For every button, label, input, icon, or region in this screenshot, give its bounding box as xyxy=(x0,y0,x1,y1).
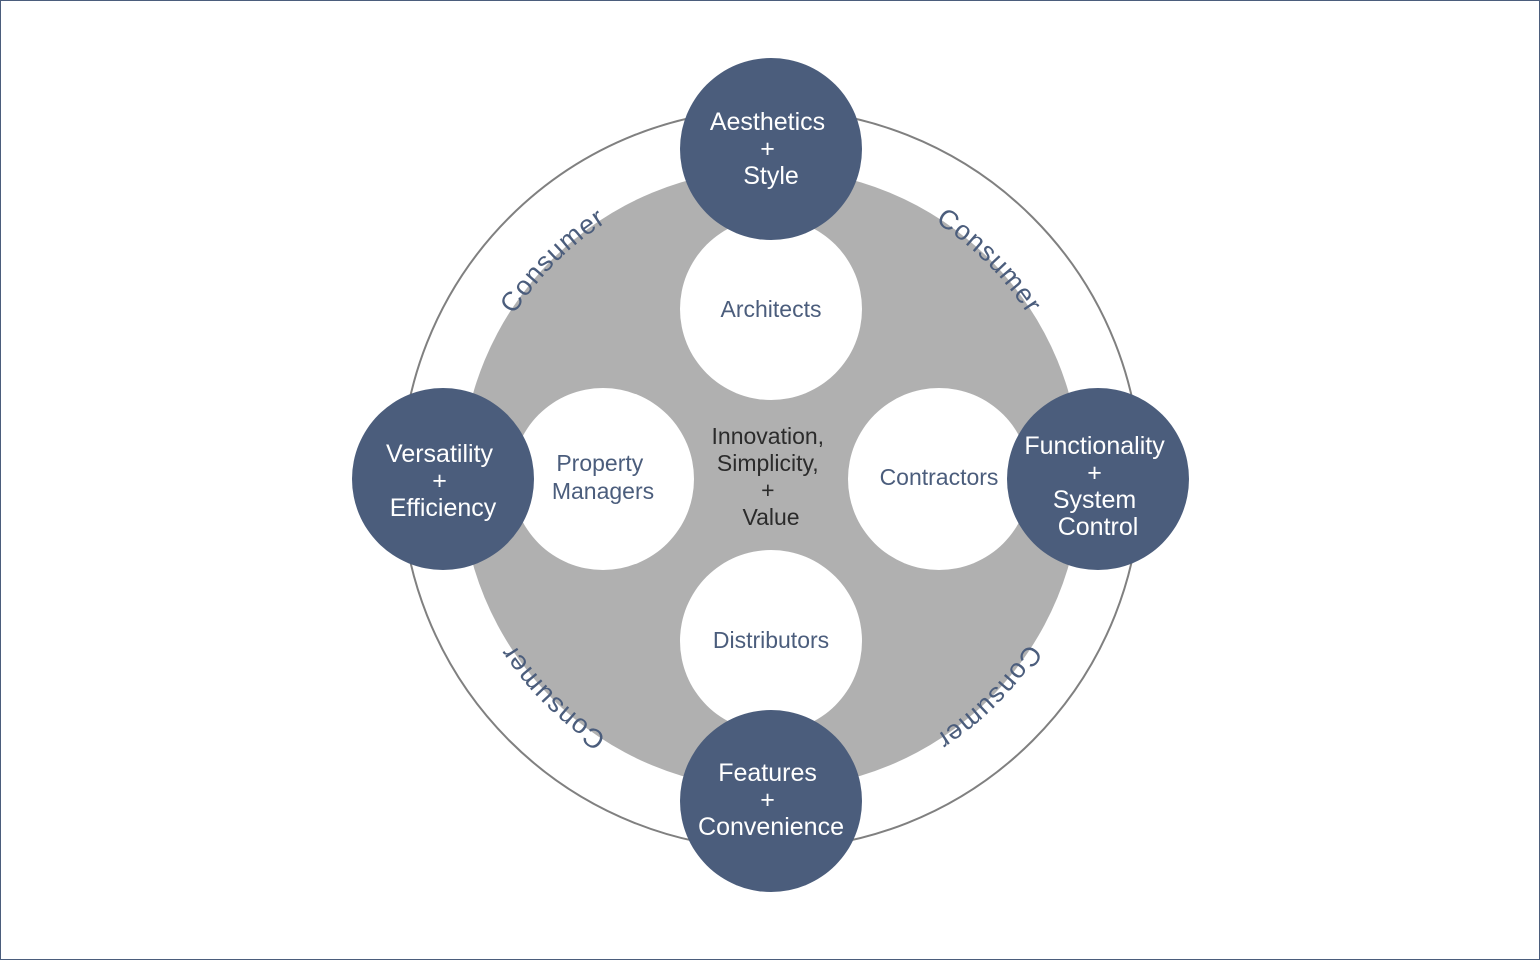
svg-text:Property Managers: Property Managers xyxy=(552,450,654,504)
svg-text:Architects: Architects xyxy=(721,296,822,322)
contractors-label: Contractors xyxy=(880,464,999,490)
property-label: Property xyxy=(556,450,643,476)
svg-text:Aesthetics + S: Aesthetics + Style xyxy=(710,108,832,190)
outer-node-functionality-system-control: Functionality + System Control xyxy=(1007,388,1189,570)
center-label: Innovation, Simplicity, + Value xyxy=(712,423,831,530)
svg-text:Distributors: Distributors xyxy=(713,627,829,653)
inner-node-property-managers: Property Managers xyxy=(512,388,694,570)
managers-label: Managers xyxy=(552,478,654,504)
inner-node-contractors: Contractors xyxy=(848,388,1030,570)
distributors-label: Distributors xyxy=(713,627,829,653)
svg-text:Features + Con: Features + Convenience xyxy=(698,759,844,841)
architects-label: Architects xyxy=(721,296,822,322)
outer-node-aesthetics-style: Aesthetics + Style xyxy=(680,58,862,240)
outer-node-features-convenience: Features + Convenience xyxy=(680,710,862,892)
svg-text:Functionality +: Functionality + System Control xyxy=(1024,432,1171,541)
gray-disc xyxy=(461,169,1081,789)
inner-node-architects: Architects xyxy=(680,218,862,400)
inner-node-distributors: Distributors xyxy=(680,550,862,732)
svg-text:Contractors: Contractors xyxy=(880,464,999,490)
svg-text:Versatility +: Versatility + Efficiency xyxy=(386,440,500,522)
outer-node-versatility-efficiency: Versatility + Efficiency xyxy=(352,388,534,570)
